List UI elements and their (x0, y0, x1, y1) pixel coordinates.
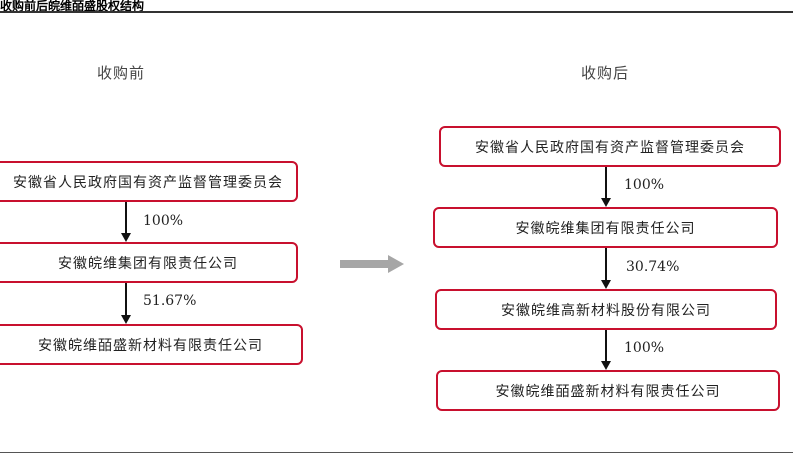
after-edge-2-line (605, 248, 607, 280)
after-edge-3-pct: 100% (624, 340, 665, 356)
after-edge-1-line (605, 167, 607, 198)
after-edge-2-arrowhead (601, 280, 611, 289)
after-node-bisheng-text: 安徽皖维皕盛新材料有限责任公司 (495, 383, 721, 400)
before-edge-1-line (125, 202, 127, 233)
bottom-divider (0, 452, 793, 453)
before-edge-2-line (125, 283, 127, 315)
figure-title: 收购前后皖维皕盛股权结构 (0, 0, 145, 13)
before-edge-2-pct: 51.67% (143, 293, 197, 309)
before-edge-1-pct: 100% (143, 213, 184, 229)
after-edge-2-pct: 30.74% (626, 259, 680, 275)
before-node-bisheng: 安徽皖维皕盛新材料有限责任公司 (0, 324, 303, 365)
after-node-wanwei-group: 安徽皖维集团有限责任公司 (433, 207, 778, 248)
after-node-sasac-text: 安徽省人民政府国有资产监督管理委员会 (475, 139, 745, 156)
after-edge-3-line (605, 330, 607, 361)
before-node-wanwei-group: 安徽皖维集团有限责任公司 (0, 242, 298, 283)
before-label: 收购前 (97, 64, 146, 82)
after-node-wanwei-group-text: 安徽皖维集团有限责任公司 (515, 220, 696, 237)
after-node-wanwei-hitech-text: 安徽皖维高新材料股份有限公司 (501, 302, 711, 319)
after-label: 收购后 (581, 64, 630, 82)
before-node-sasac: 安徽省人民政府国有资产监督管理委员会 (0, 161, 298, 202)
before-edge-2-arrowhead (121, 315, 131, 324)
before-node-sasac-text: 安徽省人民政府国有资产监督管理委员会 (13, 174, 283, 191)
before-edge-1-arrowhead (121, 233, 131, 242)
after-edge-1-arrowhead (601, 198, 611, 207)
after-node-bisheng: 安徽皖维皕盛新材料有限责任公司 (436, 370, 780, 411)
after-edge-1-pct: 100% (624, 177, 665, 193)
transition-arrow-icon (340, 255, 404, 273)
after-edge-3-arrowhead (601, 361, 611, 370)
before-node-wanwei-group-text: 安徽皖维集团有限责任公司 (58, 255, 238, 272)
after-node-wanwei-hitech: 安徽皖维高新材料股份有限公司 (435, 289, 777, 330)
title-divider (0, 11, 793, 13)
after-node-sasac: 安徽省人民政府国有资产监督管理委员会 (439, 126, 781, 167)
before-node-bisheng-text: 安徽皖维皕盛新材料有限责任公司 (38, 337, 263, 354)
